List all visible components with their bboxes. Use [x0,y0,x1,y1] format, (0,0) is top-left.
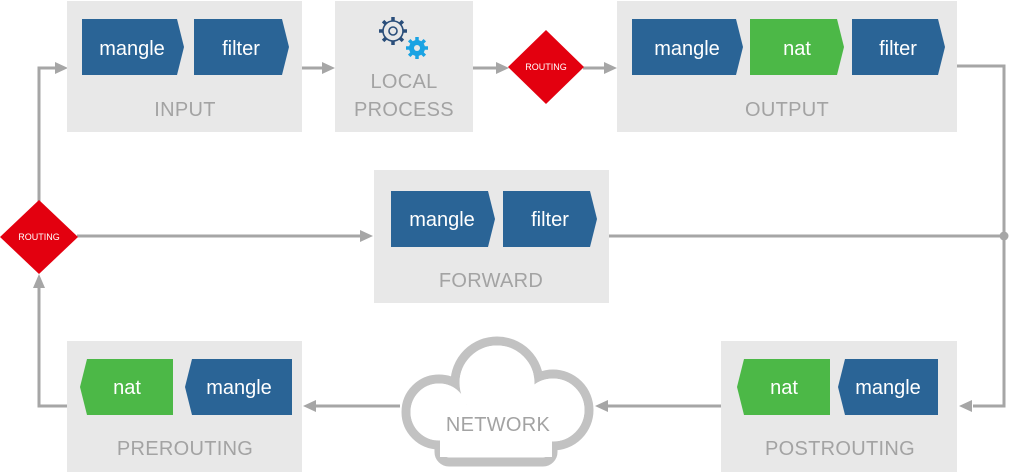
routing-diamond [0,200,78,274]
cloud-icon [401,336,594,467]
table-chip[interactable] [503,191,597,247]
chain-output: mangle nat filter OUTPUT [617,1,957,132]
chain-input: mangle filter INPUT [67,1,302,132]
chain-postrouting: nat mangle POSTROUTING [721,341,957,472]
arrowhead-icon [595,400,608,412]
table-chip[interactable] [838,359,938,415]
table-chip[interactable] [852,19,945,75]
table-chip[interactable] [82,19,184,75]
arrowhead-icon [55,62,68,74]
local-process-label-line2: PROCESS [354,99,454,121]
arrowhead-icon [496,62,509,74]
chain-label: PREROUTING [117,438,253,460]
network: NETWORK [401,336,594,467]
arrowhead-icon [303,400,316,412]
local-process-box [335,1,473,132]
table-chip[interactable] [750,19,844,75]
network-label: NETWORK [446,414,551,436]
table-chip[interactable] [632,19,743,75]
connectors [33,62,1009,412]
chain-label: OUTPUT [745,99,829,121]
arrow-prerouting-to-routing [37,287,67,408]
table-chip-label: filter [531,209,569,231]
table-chip[interactable] [80,359,173,415]
table-chip-label: mangle [855,377,921,399]
table-chip[interactable] [391,191,495,247]
routing-diamond [508,30,584,104]
chain-label: INPUT [154,99,216,121]
table-chip-label: filter [879,38,917,60]
table-chip-label: filter [222,38,260,60]
table-chip-label: mangle [654,38,720,60]
table-chip-label: mangle [99,38,165,60]
routing-decision-top: ROUTING [508,30,584,104]
chain-label: POSTROUTING [765,438,915,460]
arrowhead-icon [604,62,617,74]
chain-prerouting: nat mangle PREROUTING [67,341,302,472]
gears-icon [379,17,428,59]
arrowhead-icon [322,62,335,74]
table-chip[interactable] [194,19,289,75]
arrow-routing-to-input [37,66,56,202]
local-process-label-line1: LOCAL [370,71,437,93]
table-chip-label: mangle [409,209,475,231]
arrowhead-icon [959,400,972,412]
table-chip-label: nat [113,377,141,399]
table-chip[interactable] [737,359,830,415]
chain-label: FORWARD [439,270,543,292]
arrowhead-icon [360,230,373,242]
routing-label: ROUTING [525,62,567,72]
arrowhead-icon [33,274,45,288]
junction-dot [999,231,1009,241]
local-process: LOCAL PROCESS [335,1,473,132]
table-chip-label: nat [770,377,798,399]
table-chip[interactable] [185,359,292,415]
table-chip-label: nat [783,38,811,60]
routing-decision-left: ROUTING [0,200,78,274]
chain-forward: mangle filter FORWARD [374,170,609,303]
table-chip-label: mangle [206,377,272,399]
routing-label: ROUTING [18,232,60,242]
